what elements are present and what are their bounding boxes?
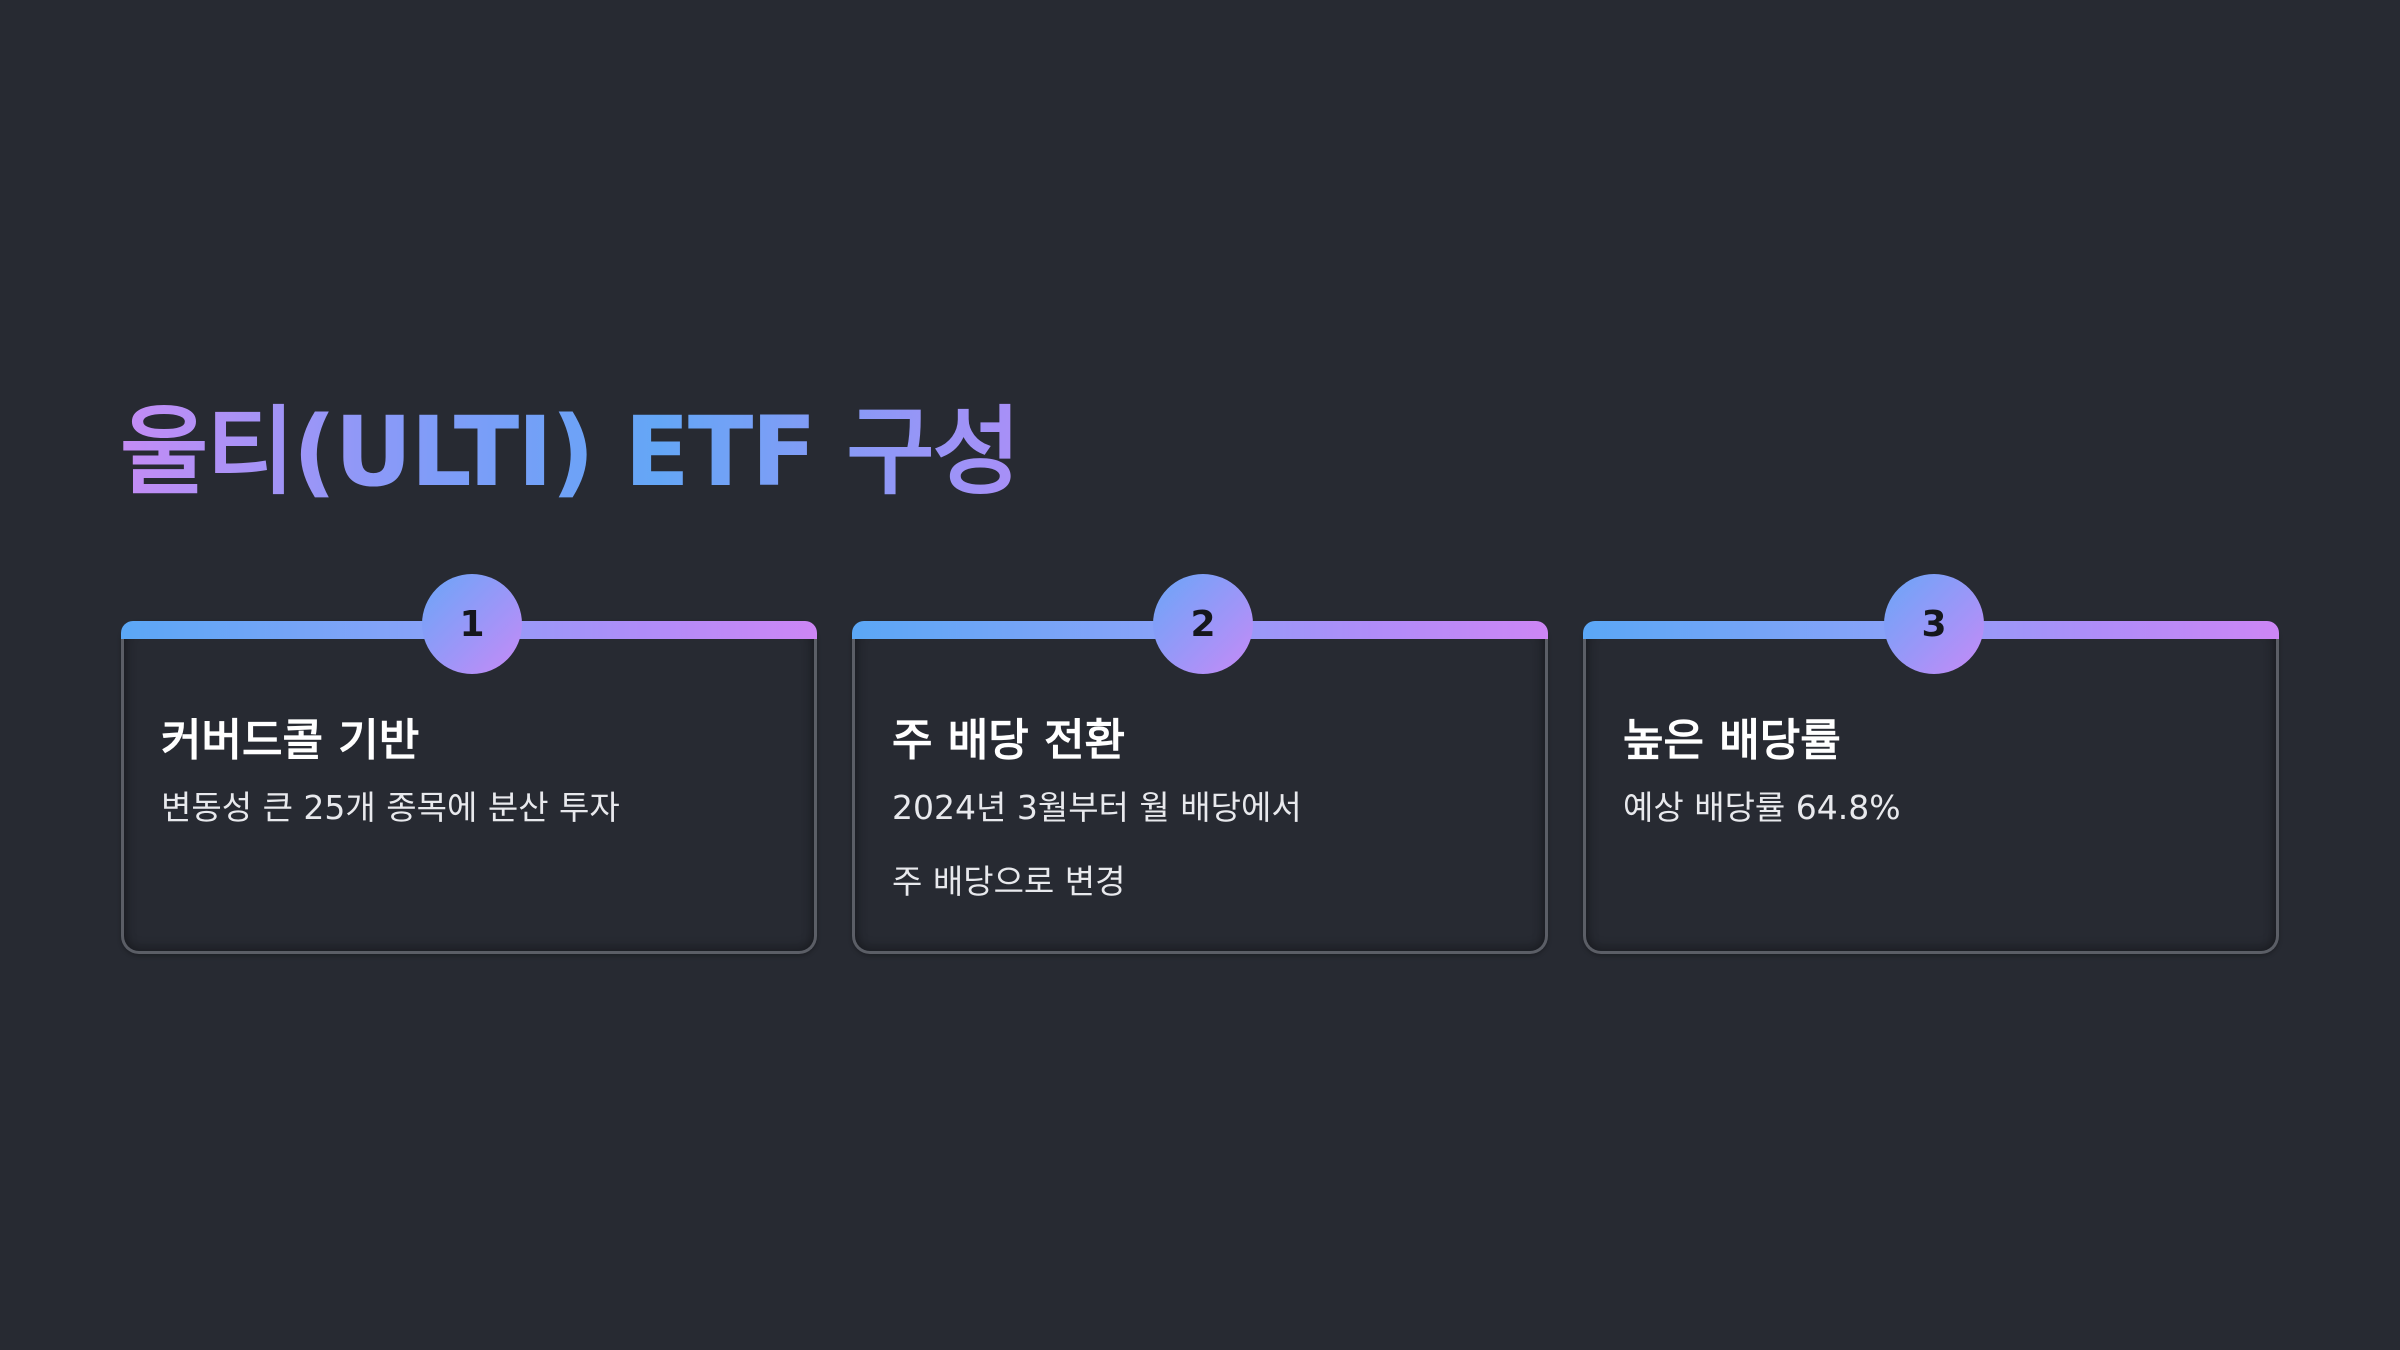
card-covered-call: 1 커버드콜 기반 변동성 큰 25개 종목에 분산 투자 <box>121 574 817 954</box>
slide-title: 울티(ULTI) ETF 구성 <box>120 392 1021 512</box>
step-number-badge: 2 <box>1153 574 1253 674</box>
card-description-line: 예상 배당률 64.8% <box>1623 788 1901 827</box>
card-title: 주 배당 전환 <box>892 715 1126 766</box>
card-high-yield: 3 높은 배당률 예상 배당률 64.8% <box>1583 574 2279 954</box>
card-title: 높은 배당률 <box>1623 715 1841 766</box>
card-description: 예상 배당률 64.8% <box>1623 789 1901 863</box>
card-weekly-dividend: 2 주 배당 전환 2024년 3월부터 월 배당에서 주 배당으로 변경 <box>852 574 1548 954</box>
card-description-line: 2024년 3월부터 월 배당에서 <box>892 788 1302 827</box>
card-title: 커버드콜 기반 <box>161 715 420 766</box>
card-description-line: 주 배당으로 변경 <box>892 862 1126 901</box>
card-description: 2024년 3월부터 월 배당에서 주 배당으로 변경 <box>892 789 1302 937</box>
step-number-badge: 3 <box>1884 574 1984 674</box>
step-number-badge: 1 <box>422 574 522 674</box>
card-description-line: 변동성 큰 25개 종목에 분산 투자 <box>161 788 620 827</box>
card-description: 변동성 큰 25개 종목에 분산 투자 <box>161 789 620 863</box>
